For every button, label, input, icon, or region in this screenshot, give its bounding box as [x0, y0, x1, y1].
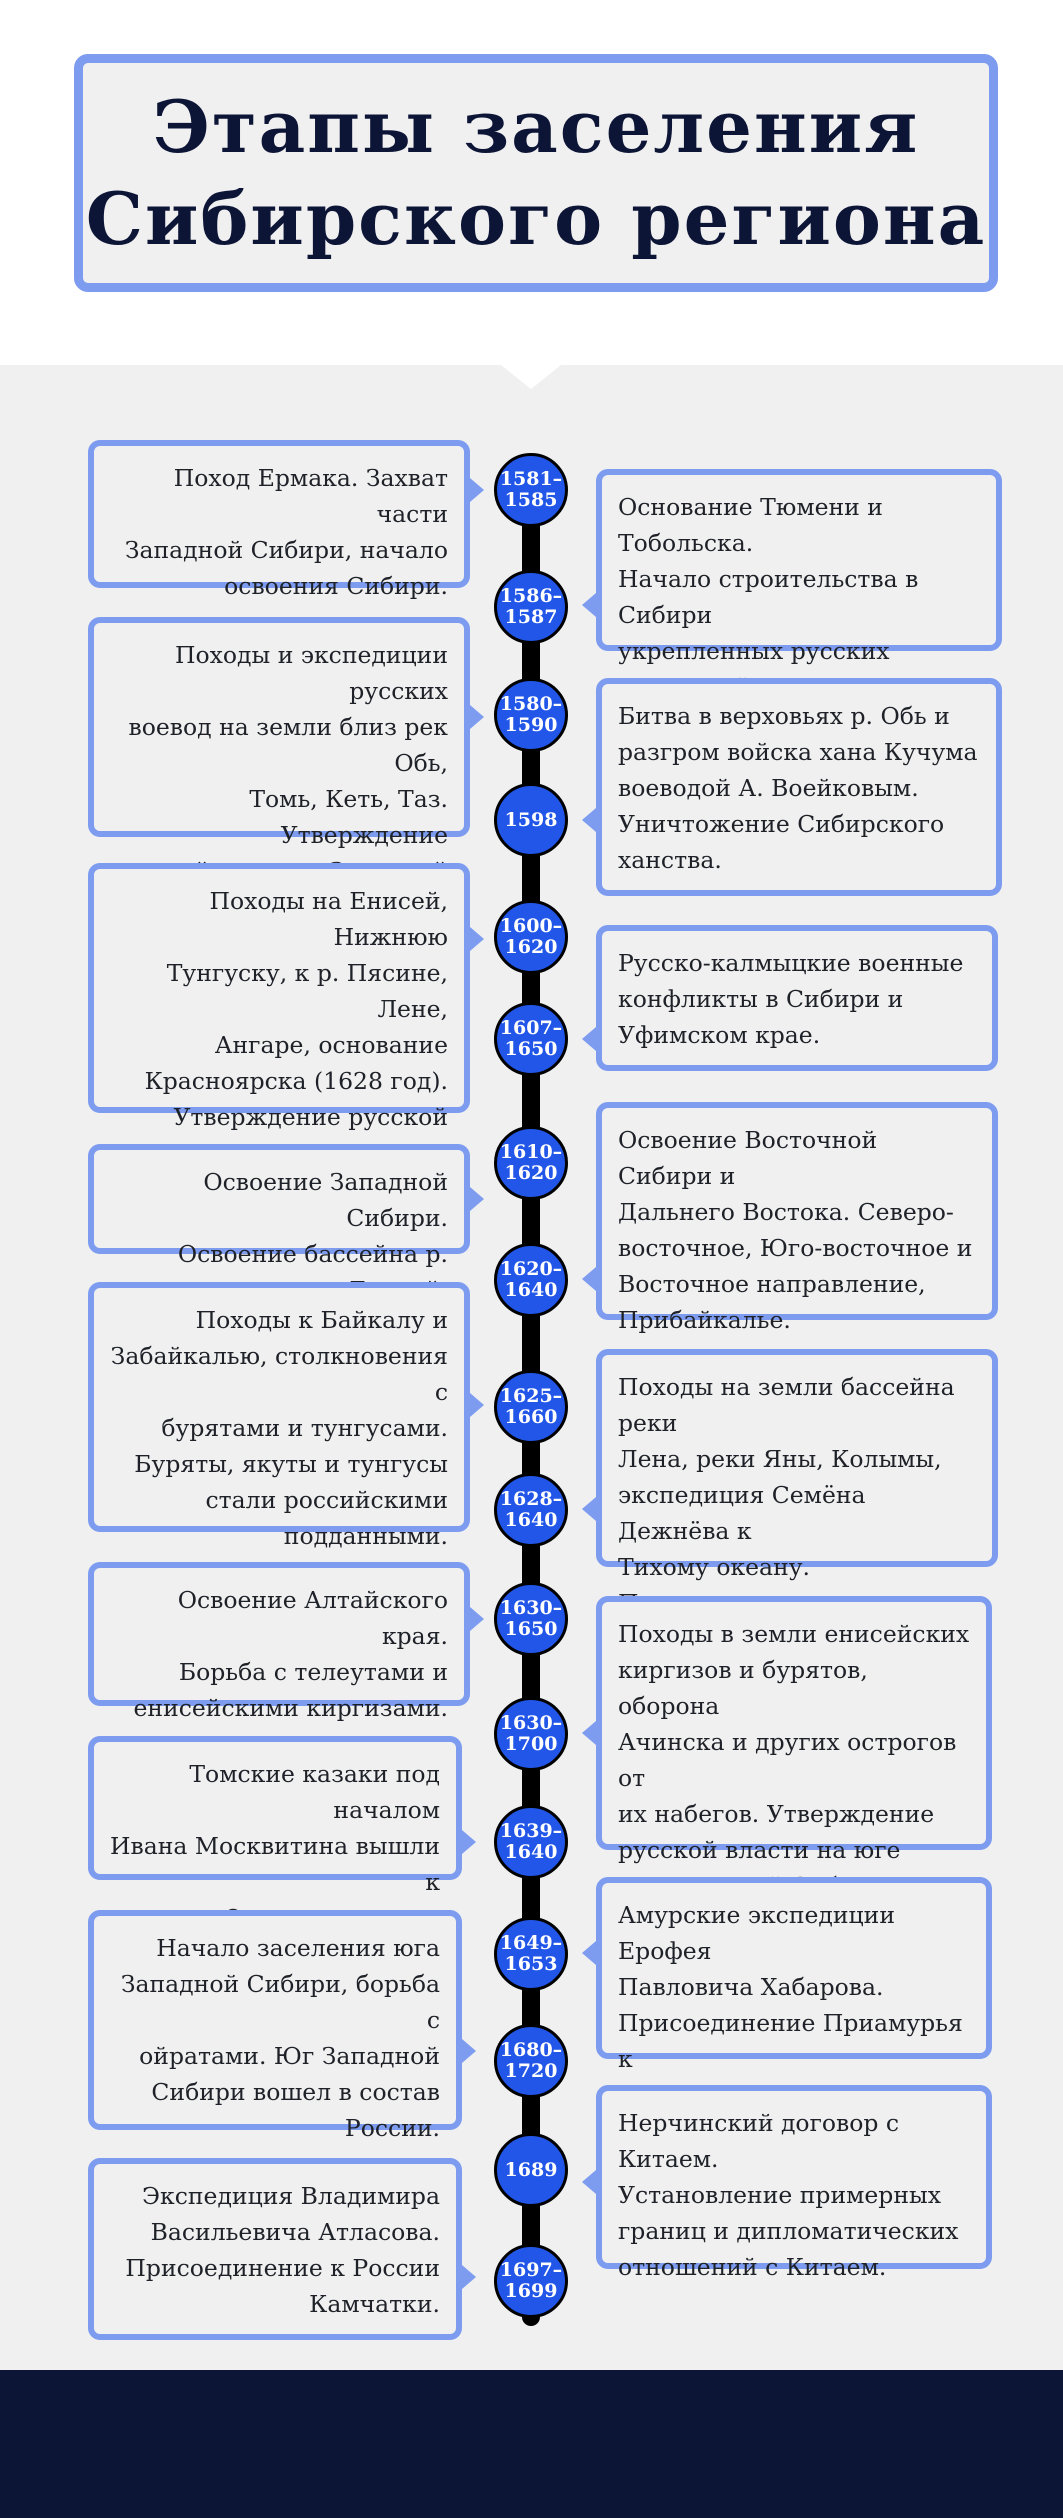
card-pointer [582, 1941, 596, 1965]
date-marker: 1610– 1620 [494, 1126, 568, 1200]
date-marker: 1586– 1587 [494, 570, 568, 644]
date-marker: 1625– 1660 [494, 1370, 568, 1444]
card-pointer [462, 1830, 476, 1854]
card-pointer [582, 1497, 596, 1521]
event-card-right: Битва в верховьях р. Обь и разгром войск… [596, 678, 1002, 896]
header-notch [501, 365, 561, 389]
card-pointer [470, 705, 484, 729]
date-marker: 1680– 1720 [494, 2024, 568, 2098]
header: Этапы заселения Сибирского региона [0, 0, 1063, 365]
event-card-right: Нерчинский договор с Китаем. Установлени… [596, 2085, 992, 2281]
date-marker: 1607– 1650 [494, 1002, 568, 1076]
event-card-left: Освоение Алтайского края. Борьба с телеу… [88, 1562, 470, 1722]
date-marker: 1620– 1640 [494, 1243, 568, 1317]
event-card-left: Томские казаки под началом Ивана Москвит… [88, 1736, 462, 1932]
card-pointer [470, 927, 484, 951]
event-card-left: Походы и экспедиции русских воевод на зе… [88, 617, 470, 921]
date-marker: 1598 [494, 783, 568, 857]
card-pointer [582, 2170, 596, 2194]
event-card-left: Походы на Енисей, Нижнюю Тунгуску, к р. … [88, 863, 470, 1203]
event-card-right: Основание Тюмени и Тобольска. Начало стр… [596, 469, 1002, 701]
card-pointer [582, 593, 596, 617]
date-marker: 1581– 1585 [494, 453, 568, 527]
card-pointer [462, 2265, 476, 2289]
event-card-left: Экспедиция Владимира Васильевича Атласов… [88, 2158, 462, 2340]
event-card-left: Походы к Байкалу и Забайкалью, столкнове… [88, 1282, 470, 1550]
date-marker: 1630– 1700 [494, 1697, 568, 1771]
date-marker: 1689 [494, 2133, 568, 2207]
footer [0, 2370, 1063, 2518]
card-pointer [582, 1027, 596, 1051]
date-marker: 1630– 1650 [494, 1582, 568, 1656]
date-marker: 1649– 1653 [494, 1917, 568, 1991]
card-pointer [582, 1267, 596, 1291]
card-pointer [582, 808, 596, 832]
card-pointer [470, 1393, 484, 1417]
event-card-right: Освоение Восточной Сибири и Дальнего Вос… [596, 1102, 998, 1334]
card-pointer [462, 2039, 476, 2063]
event-card-right: Походы в земли енисейских киргизов и бур… [596, 1596, 992, 1900]
card-pointer [470, 478, 484, 502]
date-marker: 1628– 1640 [494, 1473, 568, 1547]
card-pointer [470, 1607, 484, 1631]
event-card-right: Русско-калмыцкие военные конфликты в Сиб… [596, 925, 998, 1071]
page-title: Этапы заселения Сибирского региона [85, 84, 987, 261]
event-card-left: Освоение Западной Сибири. Освоение бассе… [88, 1144, 470, 1304]
date-marker: 1697– 1699 [494, 2244, 568, 2318]
event-card-right: Походы на земли бассейна реки Лена, реки… [596, 1349, 998, 1653]
event-card-left: Начало заселения юга Западной Сибири, бо… [88, 1910, 462, 2142]
event-card-right: Амурские экспедиции Ерофея Павловича Хаб… [596, 1877, 992, 2145]
title-box: Этапы заселения Сибирского региона [74, 54, 998, 292]
date-marker: 1639– 1640 [494, 1805, 568, 1879]
event-card-left: Поход Ермака. Захват части Западной Сиби… [88, 440, 470, 600]
date-marker: 1600– 1620 [494, 900, 568, 974]
card-pointer [470, 1187, 484, 1211]
card-pointer [582, 1721, 596, 1745]
date-marker: 1580– 1590 [494, 678, 568, 752]
